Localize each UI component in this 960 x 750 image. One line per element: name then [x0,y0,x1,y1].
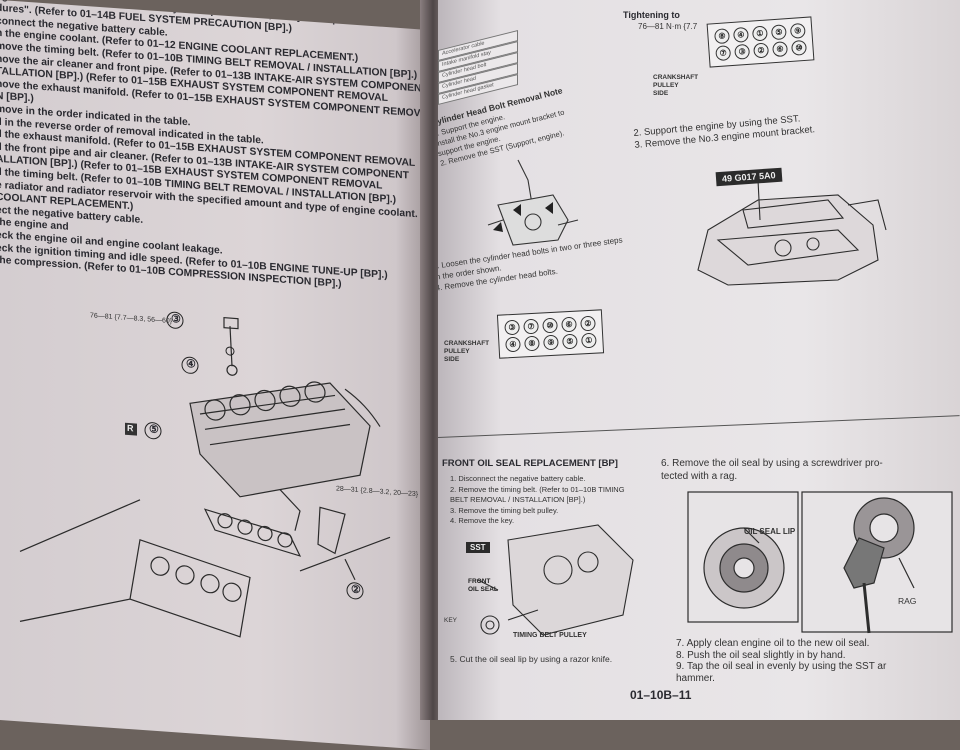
timing-belt-pulley-label: TIMING BELT PULLEY [513,632,587,639]
bolt-number: ⑨ [789,22,806,39]
bolt-number: ⑩ [542,317,558,334]
tightening-torque: 76—81 N·m {7.7 [638,22,698,31]
label-line: PULLEY [444,348,470,355]
oil-seal-removal-diagram [687,491,953,634]
bolt-number: ⑦ [715,45,732,62]
bolt-number: ⑦ [523,318,539,335]
bolt-number: ⑧ [713,28,731,45]
bolt-number: ④ [505,336,521,353]
callout-5: ⑤ [149,423,159,437]
label-line: CRANKSHAFT [653,74,699,81]
section-step-line: 3. Remove the timing belt pulley. [450,505,559,515]
sst-tag: SST [466,542,490,553]
key-label: KEY [444,617,458,624]
page-number: 01–10B–11 [630,688,692,702]
oil-seal-lip-label: OIL SEAL LIP [744,527,796,536]
section-step-line: BELT REMOVAL / INSTALLATION [BP].) [450,495,586,504]
step-6a: 6. Remove the oil seal by using a screwd… [661,458,883,469]
callout-3: ③ [171,312,181,326]
bolt-number: ⑧ [524,335,540,352]
rag-label: RAG [898,596,917,606]
callout-2: ② [351,583,361,597]
section-step-line: 1. Disconnect the negative battery cable… [450,474,586,483]
section-title: FRONT OIL SEAL REPLACEMENT [BP] [442,458,618,469]
tightening-heading: Tightening to [623,10,680,20]
callout-4: ④ [186,358,196,371]
bolt-number: ① [751,25,768,42]
step-6b: tected with a rag. [661,471,738,482]
bolt-number: ② [580,315,596,332]
timing-belt-pulley-diagram [477,524,634,636]
bolt-number: ⑨ [543,334,559,351]
section-divider [438,415,960,438]
section-step-line: 2. Remove the timing belt. (Refer to 01–… [450,484,625,494]
right-page: Tightening to 76—81 N·m {7.7 Accelerator… [438,0,960,720]
bolt-number: ③ [504,319,520,336]
final-step-line: 8. Push the oil seal slightly in by hand… [676,649,846,661]
bolt-number: ③ [734,43,751,60]
label-line: CRANKSHAFT [444,340,490,347]
bolt-number: ⑥ [561,316,577,333]
bolt-number: ① [581,332,597,349]
label-line: FRONT [468,578,491,585]
bolt-number: ② [753,42,770,59]
label-line: OIL SEAL [468,586,498,593]
final-step-line: 9. Tap the oil seal in evenly by using t… [676,661,887,672]
step-5: 5. Cut the oil seal lip by using a razor… [450,654,613,664]
bolt-number: ⑤ [562,333,578,350]
r-mark: R [127,422,134,434]
final-step-line: 7. Apply clean engine oil to the new oil… [676,638,870,649]
bolt-number: ④ [732,26,749,43]
label-line: SIDE [444,356,460,363]
bolt-number: ⑤ [770,24,787,41]
bolt-number: ⑥ [772,41,789,58]
final-step-line: hammer. [676,672,715,684]
section-step-line: 4. Remove the key. [450,516,515,525]
bolt-number: ⑩ [790,39,808,56]
cylinder-head-exploded-diagram [19,311,391,638]
left-text-line: N [BP].) [0,91,34,105]
engine-mount-diagram [487,159,579,246]
engine-bay-diagram [697,179,887,286]
label-line: SIDE [653,90,669,97]
label-line: PULLEY [653,82,679,89]
